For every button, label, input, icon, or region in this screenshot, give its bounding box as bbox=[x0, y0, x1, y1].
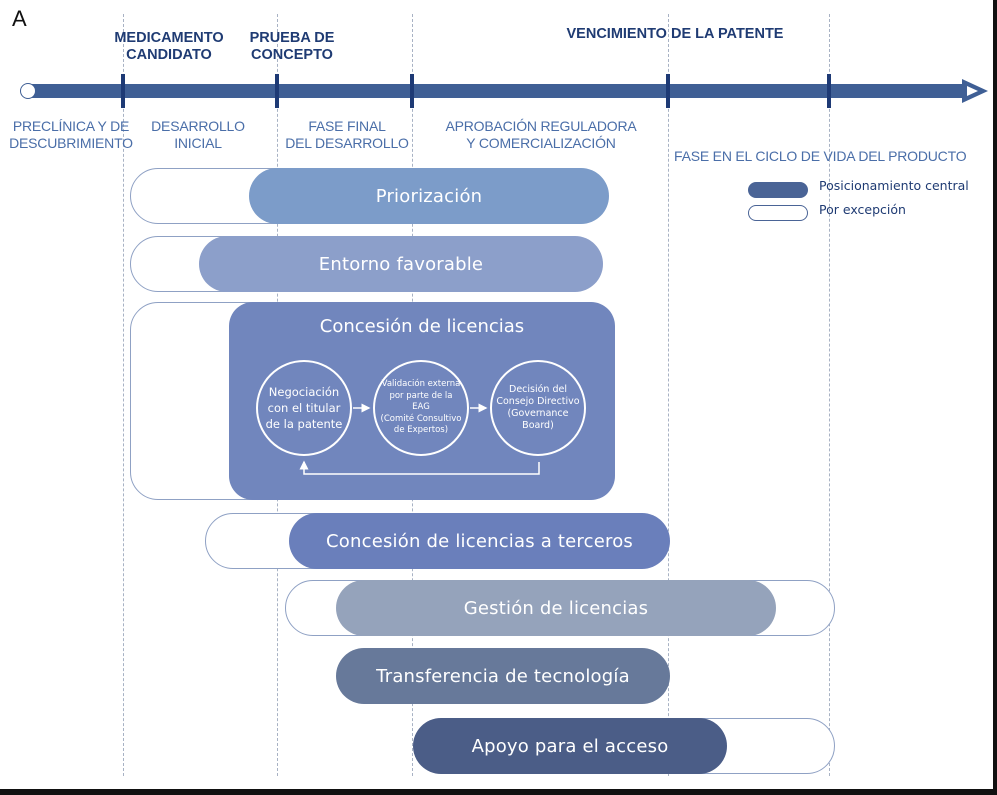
phase-preclinical: PRECLÍNICA Y DE DESCUBRIMIENTO bbox=[9, 118, 133, 151]
milestone-patent: VENCIMIENTO DE LA PATENTE bbox=[566, 26, 784, 42]
prioritization-bar: Priorización bbox=[249, 168, 609, 224]
negotiation-step: Negociación con el titular de la patente bbox=[256, 360, 352, 456]
third-party-licensing-bar: Concesión de licencias a terceros bbox=[289, 513, 670, 569]
timeline-tick-candidate bbox=[121, 74, 125, 108]
phase-early-development: DESARROLLO INICIAL bbox=[151, 118, 245, 151]
timeline-arrow-icon bbox=[967, 86, 978, 96]
timeline-tick-late bbox=[410, 74, 414, 108]
phase-lifecycle: FASE EN EL CICLO DE VIDA DEL PRODUCTO bbox=[674, 148, 967, 164]
arrow-feedback-loop bbox=[299, 460, 540, 475]
frame-right-border bbox=[993, 0, 997, 795]
legend-central-label: Posicionamiento central bbox=[819, 178, 969, 193]
phase-regulatory: APROBACIÓN REGULADORA Y COMERCIALIZACIÓN bbox=[445, 118, 637, 151]
timeline-axis bbox=[24, 84, 964, 98]
legend-exception-label: Por excepción bbox=[819, 202, 906, 217]
phase-late-development: FASE FINAL DEL DESARROLLO bbox=[285, 118, 409, 151]
board-decision-step-text: Decisión del Consejo Directivo (Governan… bbox=[496, 384, 580, 431]
enabling-environment-bar: Entorno favorable bbox=[199, 236, 603, 292]
expert-validation-step: Validación externa por parte de la EAG (… bbox=[373, 360, 469, 456]
guide-line-patent bbox=[668, 14, 669, 776]
milestone-candidate: MEDICAMENTO CANDIDATO bbox=[114, 30, 224, 63]
timeline-tick-proof bbox=[275, 74, 279, 108]
license-management-bar: Gestión de licencias bbox=[336, 580, 776, 636]
timeline-start-marker bbox=[20, 83, 36, 99]
licensing-title: Concesión de licencias bbox=[319, 316, 525, 337]
expert-validation-step-text: Validación externa por parte de la EAG (… bbox=[380, 379, 462, 436]
access-support-bar: Apoyo para el acceso bbox=[413, 718, 727, 774]
process-flow-arrows bbox=[299, 403, 540, 475]
timeline-tick-lifecycle bbox=[827, 74, 831, 108]
timeline-tick-patent bbox=[666, 74, 670, 108]
negotiation-step-text: Negociación con el titular de la patente bbox=[265, 385, 343, 431]
panel-label: A bbox=[12, 6, 27, 31]
legend-exception-swatch bbox=[748, 205, 808, 221]
milestone-proof: PRUEBA DE CONCEPTO bbox=[249, 30, 335, 63]
frame-bottom-border bbox=[0, 789, 997, 795]
guide-line-lifecycle bbox=[829, 14, 830, 776]
legend-central-swatch bbox=[748, 182, 808, 198]
board-decision-step: Decisión del Consejo Directivo (Governan… bbox=[490, 360, 586, 456]
guide-line-candidate bbox=[123, 14, 124, 776]
technology-transfer-bar: Transferencia de tecnología bbox=[336, 648, 670, 704]
